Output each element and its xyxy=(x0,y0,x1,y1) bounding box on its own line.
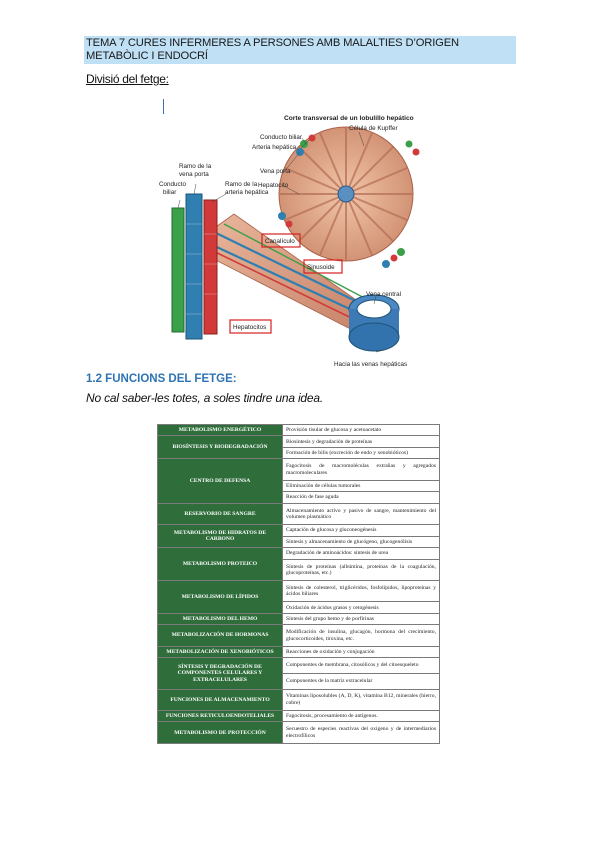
function-category: Metabolismo energético xyxy=(157,423,283,437)
label-conducto-left-2: biliar xyxy=(163,189,176,196)
function-item: Almacenamiento activo y pasivo de sangre… xyxy=(282,502,440,526)
function-category: Metabolismo de lípidos xyxy=(157,580,283,614)
table-row: Biosíntesis y biodegradaciónBiosíntesis … xyxy=(157,435,440,460)
table-row: Centro de defensaFagocitosis de macromol… xyxy=(157,458,440,504)
label-sinusoide: Sinusoide xyxy=(307,264,335,271)
section-subtitle: Divisió del fetge: xyxy=(86,72,169,86)
table-row: Metabolismo proteicoDegradación de amino… xyxy=(157,547,440,582)
table-row: Metabolización de xenobióticosReacciones… xyxy=(157,645,440,659)
function-category: Metabolismo del hemo xyxy=(157,612,283,626)
function-item: Provisión tisular de glucosa y acetoacet… xyxy=(282,423,440,437)
label-venas-hepaticas: Hacia las venas hepáticas xyxy=(334,361,407,368)
table-row: Metabolización de hormonasModificación d… xyxy=(157,624,440,647)
function-item: Secuestro de especies reactivas del oxíg… xyxy=(282,721,440,744)
label-celula-kupffer: Célula de Kupffer xyxy=(349,125,398,132)
label-ramo-vena-porta-2: vena porta xyxy=(179,171,209,178)
label-arteria-hepatica: Arteria hepática xyxy=(252,144,297,151)
function-item: Síntesis de proteínas (albúmina, proteín… xyxy=(282,558,440,582)
label-canaliculo: Canalículo xyxy=(265,238,295,245)
table-row: Metabolismo del hemoSíntesis del grupo h… xyxy=(157,612,440,626)
function-category: Metabolización de xenobióticos xyxy=(157,645,283,659)
table-row: Metabolismo de hidratos de carbonoCaptac… xyxy=(157,524,440,549)
label-conducto-biliar: Conducto biliar xyxy=(260,134,302,141)
central-vein xyxy=(348,294,400,352)
label-hepatocitos: Hepatocitos xyxy=(233,324,266,331)
label-ramo-arteria-1: Ramo de la xyxy=(225,181,258,188)
label-hepatocito: Hepatocito xyxy=(258,182,289,189)
label-ramo-vena-porta-1: Ramo de la xyxy=(179,163,212,170)
sinusoide-box xyxy=(303,259,343,274)
function-item: Formación de bilis (excreción de endo y … xyxy=(282,446,440,460)
table-row: Metabolismo energéticoProvisión tisular … xyxy=(157,423,440,437)
portal-triad-vessels xyxy=(171,193,218,340)
lobule-cross-section xyxy=(278,126,420,268)
table-row: Síntesis y almacenamiento de glucógeno, … xyxy=(158,535,440,549)
table-row: Formación de bilis (excreción de endo y … xyxy=(158,446,440,460)
function-item: Reacciones de oxidación y conjugación xyxy=(282,645,440,659)
label-vena-porta: Vena porta xyxy=(260,168,291,175)
table-row: Síntesis y degradación de componentes ce… xyxy=(157,657,440,690)
liver-lobule-illustration: Corte transversal de un lobulillo hepáti… xyxy=(159,115,420,368)
header-line-2: METABÒLIC I ENDOCRÍ xyxy=(86,50,208,62)
hepatocitos-box xyxy=(229,319,272,334)
table-row: Funciones reticuloendotelialesFagocitosi… xyxy=(157,709,440,723)
function-item: Captación de glucosa y gluconeogénesis xyxy=(282,524,440,537)
function-item: Fagocitosis de macromoléculas extrañas y… xyxy=(282,458,440,481)
function-item: Síntesis y almacenamiento de glucógeno, … xyxy=(282,535,440,549)
label-ramo-arteria-2: arteria hepática xyxy=(225,189,269,196)
function-item: Eliminación de células tumorales xyxy=(282,479,440,493)
function-item: Vitaminas liposolubles (A, D, K), vitami… xyxy=(282,688,440,711)
table-row: Reservorio de sangreAlmacenamiento activ… xyxy=(157,502,440,526)
function-item: Reacción de fase aguda xyxy=(282,491,440,504)
function-item: Biosíntesis y degradación de proteínas xyxy=(282,435,440,448)
table-row: Metabolismo de lípidosSíntesis de colest… xyxy=(157,580,440,614)
function-category: Metabolismo de hidratos de carbono xyxy=(157,524,283,549)
function-item: Modificación de insulina, glucagón, horm… xyxy=(282,624,440,647)
label-conducto-left-1: Conducto xyxy=(159,181,186,188)
table-row: Funciones de almacenamientoVitaminas lip… xyxy=(157,688,440,711)
table-row: Metabolismo de protecciónSecuestro de es… xyxy=(157,721,440,744)
table-row: Componentes de la matriz extracelular xyxy=(158,672,440,690)
table-row: Reacción de fase aguda xyxy=(158,491,440,504)
header-line-1: TEMA 7 CURES INFERMERES A PERSONES AMB M… xyxy=(86,37,459,49)
function-category: Metabolismo de protección xyxy=(157,721,283,744)
text-cursor xyxy=(163,99,164,114)
function-item: Fagocitosis, procesamiento de antígenos. xyxy=(282,709,440,723)
label-vena-central: Vena central xyxy=(366,291,401,298)
function-item: Componentes de la matriz extracelular xyxy=(282,672,440,690)
function-item: Oxidación de ácidos grasos y cetogénesis xyxy=(282,601,440,614)
section-title: 1.2 FUNCIONS DEL FETGE: xyxy=(86,373,237,385)
function-category: Metabolismo proteico xyxy=(157,547,283,582)
function-item: Síntesis del grupo hemo y de porfirinas xyxy=(282,612,440,626)
function-item: Componentes de membrana, citosólicos y d… xyxy=(282,657,440,674)
function-item: Síntesis de colesterol, triglicéridos, f… xyxy=(282,580,440,603)
liver-functions-table: Metabolismo energéticoProvisión tisular … xyxy=(157,423,440,744)
figure-title: Corte transversal de un lobulillo hepáti… xyxy=(284,115,414,122)
document-header: TEMA 7 CURES INFERMERES A PERSONES AMB M… xyxy=(84,36,516,64)
function-category: Síntesis y degradación de componentes ce… xyxy=(157,657,283,690)
canaliculo-box xyxy=(261,233,301,248)
section-note: No cal saber-les totes, a soles tindre u… xyxy=(86,391,323,405)
function-item: Degradación de aminoácidos: síntesis de … xyxy=(282,547,440,560)
function-category: Metabolización de hormonas xyxy=(157,624,283,647)
function-category: Biosíntesis y biodegradación xyxy=(157,435,283,460)
function-category: Centro de defensa xyxy=(157,458,283,504)
function-category: Funciones reticuloendoteliales xyxy=(157,709,283,723)
function-category: Reservorio de sangre xyxy=(157,502,283,526)
function-category: Funciones de almacenamiento xyxy=(157,688,283,711)
